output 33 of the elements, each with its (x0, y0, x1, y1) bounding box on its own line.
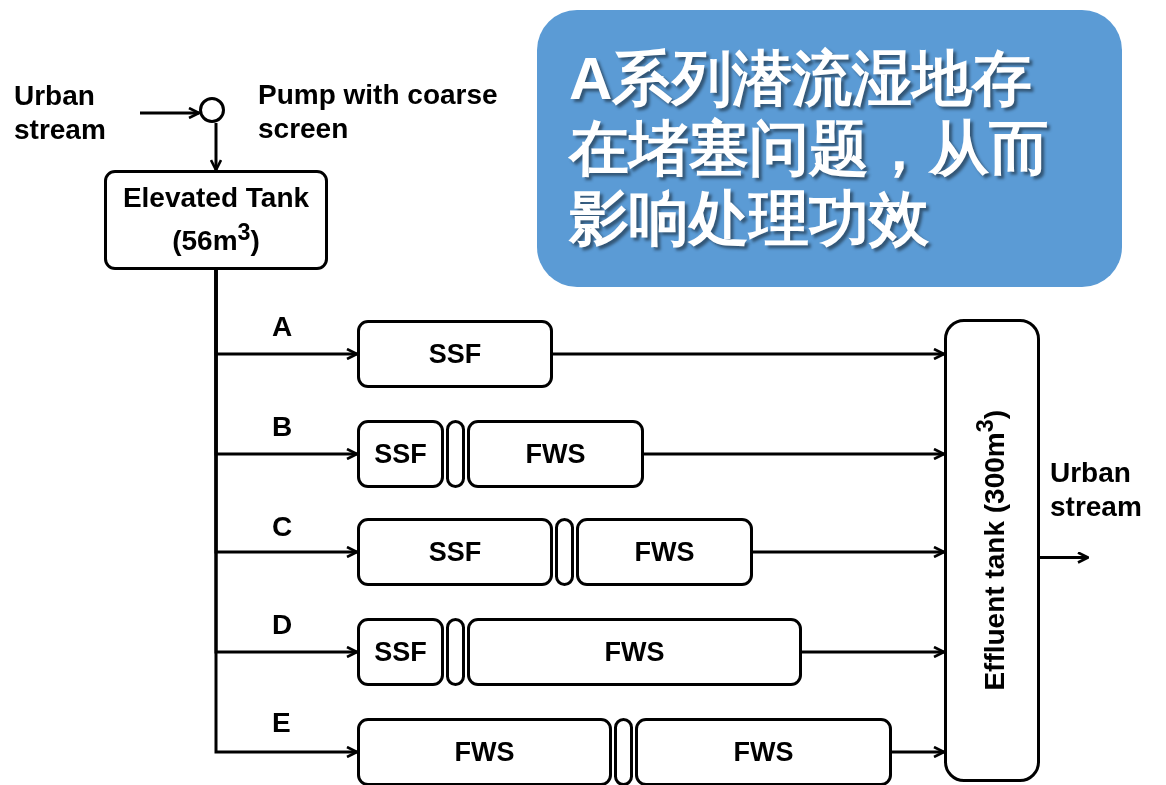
pump-label: Pump with coarse screen (258, 78, 498, 146)
process-box: Elevated Tank (56m$^{3}$) (104, 170, 328, 270)
process-box: FWS (467, 420, 644, 488)
row-label: E (272, 706, 291, 740)
arrow (753, 545, 946, 559)
arrow (209, 123, 223, 172)
arrow (644, 447, 946, 461)
process-box: FWS (467, 618, 802, 686)
row-label: A (272, 310, 293, 344)
arrow (553, 347, 946, 361)
row-label: C (272, 510, 293, 544)
process-box: FWS (576, 518, 753, 586)
process-box: SSF (357, 618, 444, 686)
arrow (892, 745, 946, 759)
row-label: D (272, 608, 293, 642)
outlet-label: Urban stream (1050, 456, 1143, 524)
connector-box (446, 618, 465, 686)
arrow (140, 106, 201, 120)
pump-symbol (199, 97, 225, 123)
connector-box (446, 420, 465, 488)
process-box: SSF (357, 518, 553, 586)
arrow (802, 645, 946, 659)
process-box: SSF (357, 420, 444, 488)
arrow (214, 270, 359, 759)
process-box: FWS (357, 718, 612, 785)
connector-box (555, 518, 574, 586)
connector-box (614, 718, 633, 785)
callout-box: A系列潜流湿地存在堵塞问题，从而影响处理功效 (537, 10, 1122, 287)
process-box: SSF (357, 320, 553, 388)
process-box: FWS (635, 718, 892, 785)
row-label: B (272, 410, 293, 444)
source-label: Urban stream (14, 78, 140, 148)
arrow (1040, 551, 1090, 564)
